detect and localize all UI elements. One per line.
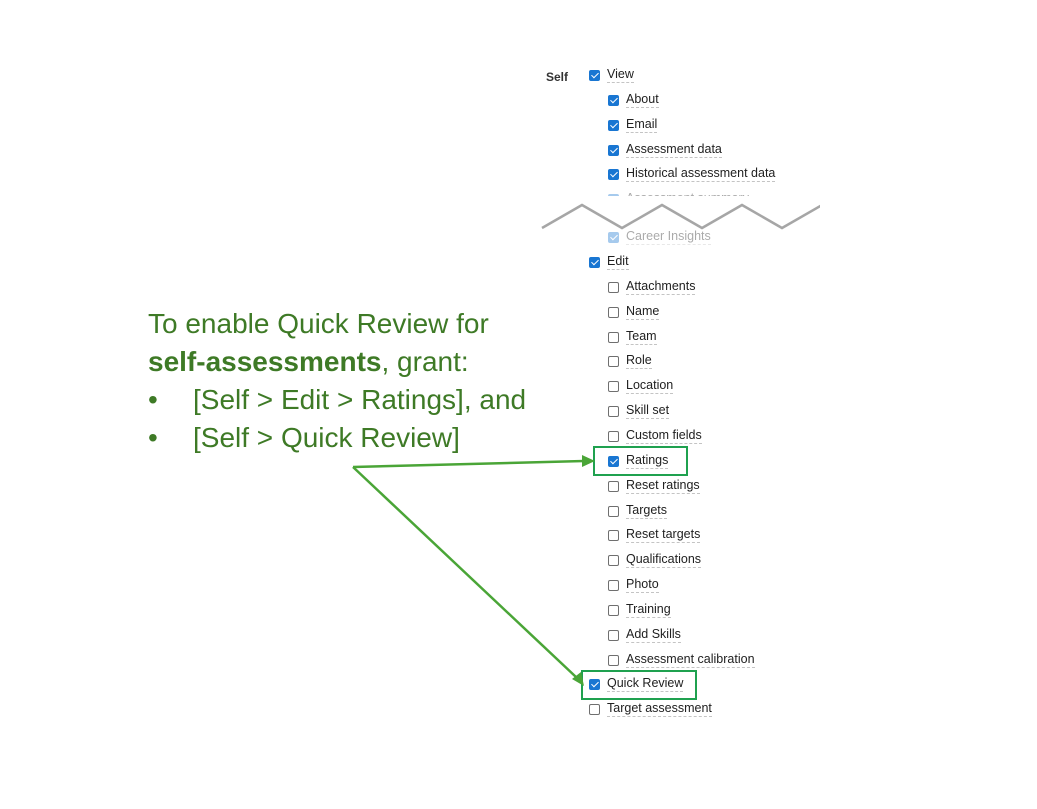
- reset-targets-label: Reset targets: [626, 527, 701, 543]
- about-label: About: [626, 92, 659, 108]
- annotation-line-2-rest: , grant:: [381, 346, 469, 377]
- view-checkbox[interactable]: [589, 69, 600, 81]
- permission-edit-location[interactable]: Location: [608, 376, 674, 396]
- permission-view[interactable]: View: [589, 65, 634, 85]
- annotation-bullet-1-text: [Self > Edit > Ratings], and: [193, 384, 527, 415]
- targets-checkbox[interactable]: [608, 505, 619, 517]
- qualifications-checkbox[interactable]: [608, 554, 619, 566]
- quick-review-highlight-box: [581, 670, 697, 700]
- annotation-bullet-1: • [Self > Edit > Ratings], and: [148, 381, 578, 419]
- name-checkbox[interactable]: [608, 306, 619, 318]
- photo-label: Photo: [626, 577, 659, 593]
- view-label: View: [607, 67, 634, 83]
- quick-review-checkbox[interactable]: [589, 678, 600, 690]
- permission-edit-skill-set[interactable]: Skill set: [608, 401, 670, 421]
- permission-edit-role[interactable]: Role: [608, 351, 652, 371]
- assessment-calibration-checkbox[interactable]: [608, 654, 619, 666]
- team-checkbox[interactable]: [608, 331, 619, 343]
- historical-assessment-data-checkbox[interactable]: [608, 168, 619, 180]
- content-break-zigzag: [541, 203, 820, 230]
- reset-targets-checkbox[interactable]: [608, 529, 619, 541]
- role-label: Role: [626, 353, 652, 369]
- custom-fields-label: Custom fields: [626, 428, 702, 444]
- email-label: Email: [626, 117, 658, 133]
- career-insights-label: Career Insights: [626, 229, 711, 245]
- permission-edit-qualifications[interactable]: Qualifications: [608, 550, 702, 570]
- annotation-bold-term: self-assessments: [148, 346, 382, 377]
- permission-quick-review[interactable]: Quick Review: [589, 674, 684, 694]
- section-label-self: Self: [546, 70, 569, 84]
- skill-set-label: Skill set: [626, 403, 670, 419]
- permission-edit[interactable]: Edit: [589, 252, 629, 272]
- permission-edit-reset-ratings[interactable]: Reset ratings: [608, 476, 700, 496]
- reset-ratings-checkbox[interactable]: [608, 480, 619, 492]
- edit-checkbox[interactable]: [589, 256, 600, 268]
- annotation-callout: To enable Quick Review for self-assessme…: [148, 305, 578, 457]
- target-assessment-label: Target assessment: [607, 701, 712, 717]
- permission-edit-team[interactable]: Team: [608, 327, 657, 347]
- annotation-line-2: self-assessments, grant:: [148, 343, 578, 381]
- ratings-checkbox[interactable]: [608, 455, 619, 467]
- annotation-bullet-2-text: [Self > Quick Review]: [193, 422, 460, 453]
- edit-label: Edit: [607, 254, 629, 270]
- custom-fields-checkbox[interactable]: [608, 430, 619, 442]
- attachments-checkbox[interactable]: [608, 281, 619, 293]
- permission-edit-photo[interactable]: Photo: [608, 575, 659, 595]
- permission-view-email[interactable]: Email: [608, 115, 658, 135]
- annotation-line-1: To enable Quick Review for: [148, 308, 489, 339]
- permission-target-assessment[interactable]: Target assessment: [589, 699, 712, 719]
- permission-view-historical-assessment-data[interactable]: Historical assessment data: [608, 164, 776, 184]
- assessment-data-checkbox[interactable]: [608, 144, 619, 156]
- location-checkbox[interactable]: [608, 380, 619, 392]
- career-insights-checkbox[interactable]: [608, 231, 619, 243]
- ratings-label: Ratings: [626, 453, 669, 469]
- reset-ratings-label: Reset ratings: [626, 478, 700, 494]
- assessment-data-label: Assessment data: [626, 142, 722, 158]
- permission-edit-attachments[interactable]: Attachments: [608, 277, 696, 297]
- quick-review-label: Quick Review: [607, 676, 684, 692]
- training-label: Training: [626, 602, 671, 618]
- arrow-head-quick-review: [572, 672, 584, 686]
- permission-edit-name[interactable]: Name: [608, 302, 660, 322]
- permission-edit-custom-fields[interactable]: Custom fields: [608, 426, 702, 446]
- permission-edit-training[interactable]: Training: [608, 600, 671, 620]
- qualifications-label: Qualifications: [626, 552, 702, 568]
- content-break-mask: [530, 196, 820, 232]
- email-checkbox[interactable]: [608, 119, 619, 131]
- permission-edit-targets[interactable]: Targets: [608, 501, 667, 521]
- annotation-bullet-2: • [Self > Quick Review]: [148, 419, 578, 457]
- attachments-label: Attachments: [626, 279, 696, 295]
- arrow-to-ratings: [352, 459, 585, 469]
- permission-view-about[interactable]: About: [608, 90, 659, 110]
- arrow-head-ratings: [582, 455, 595, 467]
- add-skills-checkbox[interactable]: [608, 629, 619, 641]
- name-label: Name: [626, 304, 660, 320]
- bullet-dot: •: [148, 422, 158, 453]
- historical-assessment-data-label: Historical assessment data: [626, 166, 776, 182]
- permission-edit-add-skills[interactable]: Add Skills: [608, 625, 681, 645]
- permission-view-assessment-data[interactable]: Assessment data: [608, 140, 722, 160]
- bullet-dot: •: [148, 384, 158, 415]
- location-label: Location: [626, 378, 674, 394]
- permission-edit-reset-targets[interactable]: Reset targets: [608, 525, 701, 545]
- about-checkbox[interactable]: [608, 94, 619, 106]
- add-skills-label: Add Skills: [626, 627, 681, 643]
- team-label: Team: [626, 329, 657, 345]
- target-assessment-checkbox[interactable]: [589, 703, 600, 715]
- arrow-to-quick-review: [352, 466, 577, 678]
- permission-view-career-insights[interactable]: Career Insights: [608, 227, 711, 247]
- training-checkbox[interactable]: [608, 604, 619, 616]
- assessment-calibration-label: Assessment calibration: [626, 652, 755, 668]
- skill-set-checkbox[interactable]: [608, 405, 619, 417]
- permission-edit-assessment-calibration[interactable]: Assessment calibration: [608, 650, 755, 670]
- targets-label: Targets: [626, 503, 667, 519]
- role-checkbox[interactable]: [608, 355, 619, 367]
- photo-checkbox[interactable]: [608, 579, 619, 591]
- permission-edit-ratings[interactable]: Ratings: [608, 451, 669, 471]
